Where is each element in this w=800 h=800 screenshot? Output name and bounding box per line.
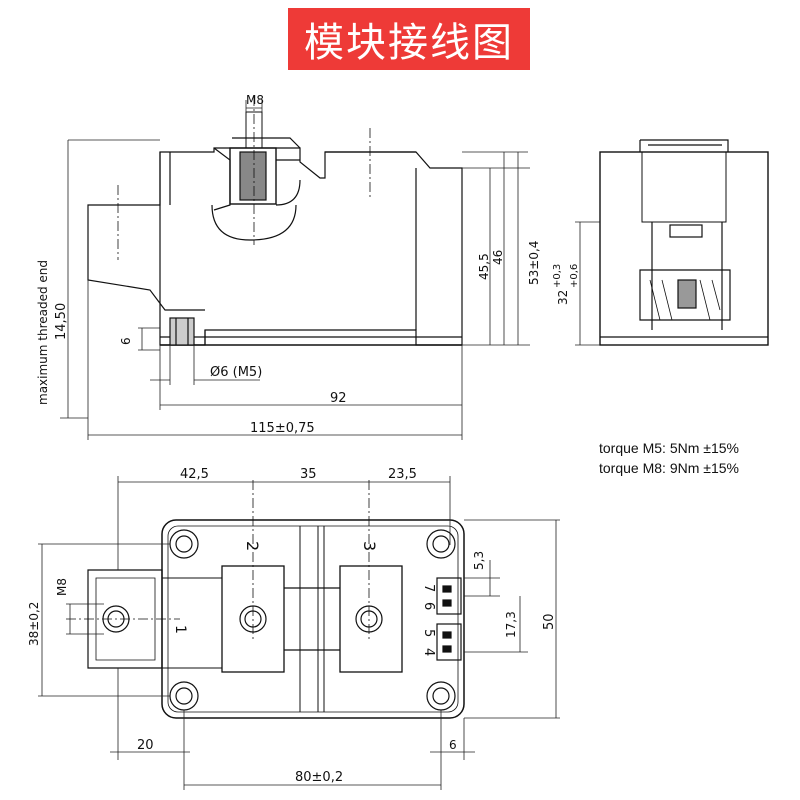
label-max-threaded: maximum threaded end (36, 260, 50, 405)
mounting-hole-tl (169, 529, 199, 559)
end-view-labels: 32 +0,3 +0,6 (552, 264, 580, 305)
label-6-bottom: 6 (449, 738, 457, 752)
mounting-hole-tr (426, 529, 456, 559)
pin-6: 6 (421, 602, 436, 610)
label-42-5: 42,5 (180, 467, 209, 482)
title-banner: 模块接线图 (288, 8, 530, 70)
label-38: 38±0,2 (27, 602, 41, 646)
label-50: 50 (542, 613, 557, 630)
pin-7: 7 (421, 584, 436, 592)
terminal-2: 2 (243, 541, 262, 551)
torque-m5-note: torque M5: 5Nm ±15% (599, 440, 739, 456)
side-view-labels: M8 Ø6 (M5) 6 14,50 maximum threaded end … (36, 93, 541, 436)
terminal-1: 1 (172, 625, 188, 634)
label-32-tol-minus: +0,6 (569, 264, 580, 288)
label-m8-left: M8 (55, 578, 69, 596)
label-m8-top: M8 (246, 93, 264, 107)
label-45-5: 45,5 (477, 253, 491, 280)
label-32: 32 (556, 290, 570, 305)
mounting-hole-bl (169, 681, 199, 711)
label-small-6: 6 (119, 337, 133, 345)
label-92: 92 (330, 391, 347, 406)
pin-5: 5 (421, 629, 436, 637)
mounting-hole-br (426, 681, 456, 711)
label-14-50: 14,50 (54, 303, 69, 340)
label-bore: Ø6 (M5) (210, 365, 262, 380)
torque-m8-note: torque M8: 9Nm ±15% (599, 460, 739, 476)
label-53: 53±0,4 (527, 241, 541, 285)
label-115: 115±0,75 (250, 421, 315, 436)
top-view-dimensions (38, 476, 560, 790)
label-17-3: 17,3 (504, 611, 518, 638)
terminal-3: 3 (360, 541, 379, 551)
label-32-tol-plus: +0,3 (552, 264, 563, 288)
end-view (599, 139, 769, 346)
label-23-5: 23,5 (388, 467, 417, 482)
side-view-dimensions (60, 100, 530, 440)
label-20: 20 (137, 738, 154, 753)
label-35: 35 (300, 467, 317, 482)
side-view (87, 96, 463, 346)
end-view-dimensions (575, 221, 600, 346)
pin-4: 4 (421, 648, 436, 656)
label-80: 80±0,2 (295, 770, 343, 785)
top-view-labels: 42,5 35 23,5 1 2 3 7 6 5 4 5,3 17,3 50 3… (27, 467, 557, 785)
label-46: 46 (491, 250, 505, 265)
label-5-3: 5,3 (472, 551, 486, 570)
top-view (66, 480, 465, 719)
